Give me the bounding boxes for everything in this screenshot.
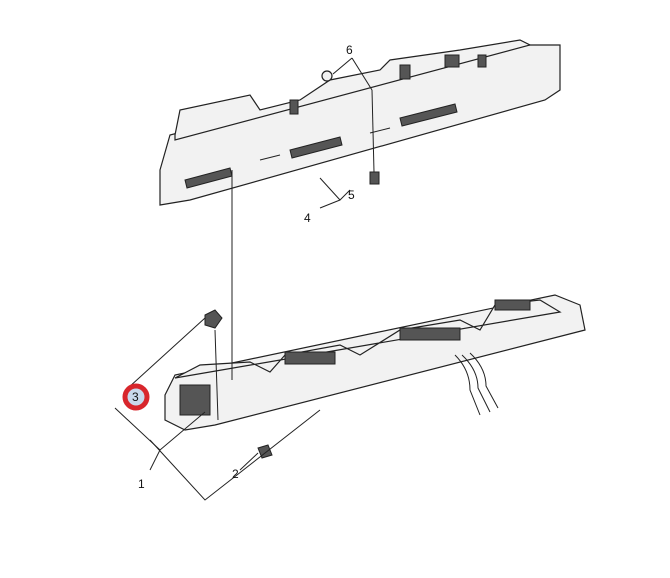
lower-rail (164, 294, 586, 431)
callout-3-highlight: 3 (122, 383, 150, 411)
callout-6: 6 (346, 43, 353, 57)
screw-part-6 (321, 70, 333, 82)
leader-lines (114, 57, 375, 501)
callout-1: 1 (138, 477, 145, 491)
part-3 (204, 309, 223, 329)
callout-3: 3 (132, 390, 139, 404)
part-2 (257, 444, 273, 459)
callout-2: 2 (232, 467, 239, 481)
clip-part-5 (369, 171, 380, 185)
callout-5: 5 (348, 188, 355, 202)
upper-bracket (159, 39, 561, 206)
callout-4: 4 (304, 211, 311, 225)
